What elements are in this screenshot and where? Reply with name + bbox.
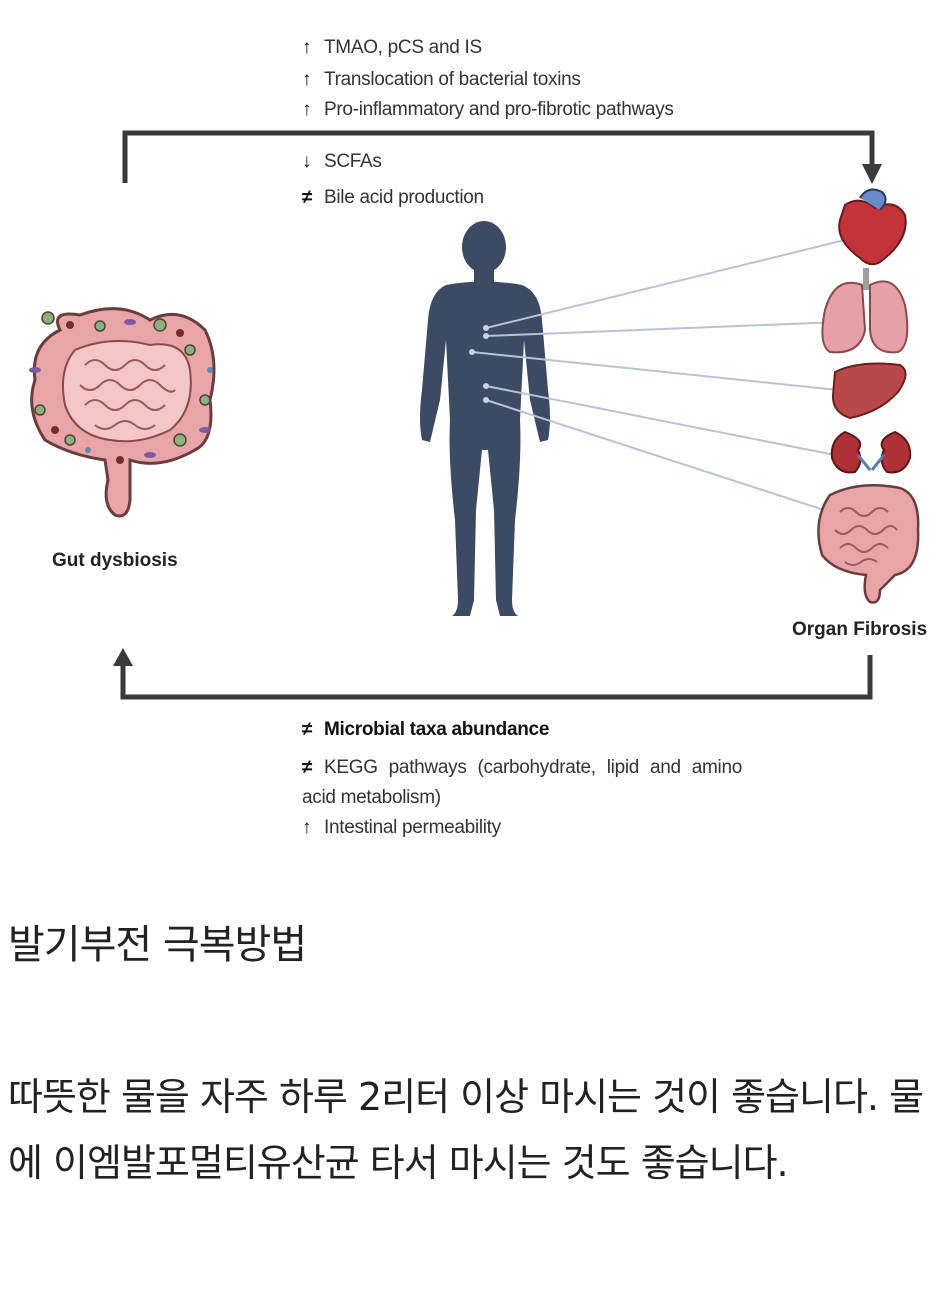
kidneys-illustration bbox=[830, 430, 912, 474]
top-cycle-arrow bbox=[122, 130, 882, 184]
heart-illustration bbox=[838, 188, 907, 266]
human-body-silhouette bbox=[420, 221, 550, 616]
article-paragraph: 따뜻한 물을 자주 하루 2리터 이상 마시는 것이 좋습니다. 물에 이엠발포… bbox=[8, 1075, 924, 1185]
gut-dysbiosis-illustration bbox=[29, 307, 216, 518]
gut-dysbiosis-label: Gut dysbiosis bbox=[52, 550, 178, 571]
effect-intestinal-permeability: ↑Intestinal permeability bbox=[302, 817, 501, 838]
not-equal-icon: ≠ bbox=[302, 757, 313, 778]
not-equal-icon: ≠ bbox=[302, 187, 313, 208]
effect-pro-inflammatory: ↑Pro-inflammatory and pro-fibrotic pathw… bbox=[302, 99, 674, 120]
increase-arrow-icon: ↑ bbox=[302, 99, 312, 120]
increase-arrow-icon: ↑ bbox=[302, 817, 312, 838]
organ-fibrosis-label: Organ Fibrosis bbox=[792, 619, 928, 640]
effect-microbial-taxa: ≠Microbial taxa abundance bbox=[302, 719, 550, 740]
effect-scfas: ↓SCFAs bbox=[302, 151, 382, 172]
intestine-illustration bbox=[817, 483, 920, 604]
liver-illustration bbox=[831, 362, 907, 420]
increase-arrow-icon: ↑ bbox=[302, 37, 312, 58]
effect-bacterial-toxins: ↑Translocation of bacterial toxins bbox=[302, 69, 581, 90]
effect-bile-acid: ≠Bile acid production bbox=[302, 187, 484, 208]
bottom-cycle-arrow bbox=[113, 648, 873, 700]
effect-kegg-pathways: ≠KEGG pathways (carbohydrate, lipid and … bbox=[302, 753, 742, 813]
figure-graphics bbox=[29, 130, 920, 700]
article-heading: 발기부전 극복방법 bbox=[8, 922, 307, 968]
lungs-illustration bbox=[821, 268, 909, 354]
decrease-arrow-icon: ↓ bbox=[302, 151, 312, 172]
increase-arrow-icon: ↑ bbox=[302, 69, 312, 90]
body-organ-connectors bbox=[471, 239, 846, 513]
effect-tmao: ↑TMAO, pCS and IS bbox=[302, 37, 482, 58]
not-equal-icon: ≠ bbox=[302, 719, 313, 740]
gut-organ-axis-figure: ↑TMAO, pCS and IS ↑Translocation of bact… bbox=[29, 37, 928, 838]
